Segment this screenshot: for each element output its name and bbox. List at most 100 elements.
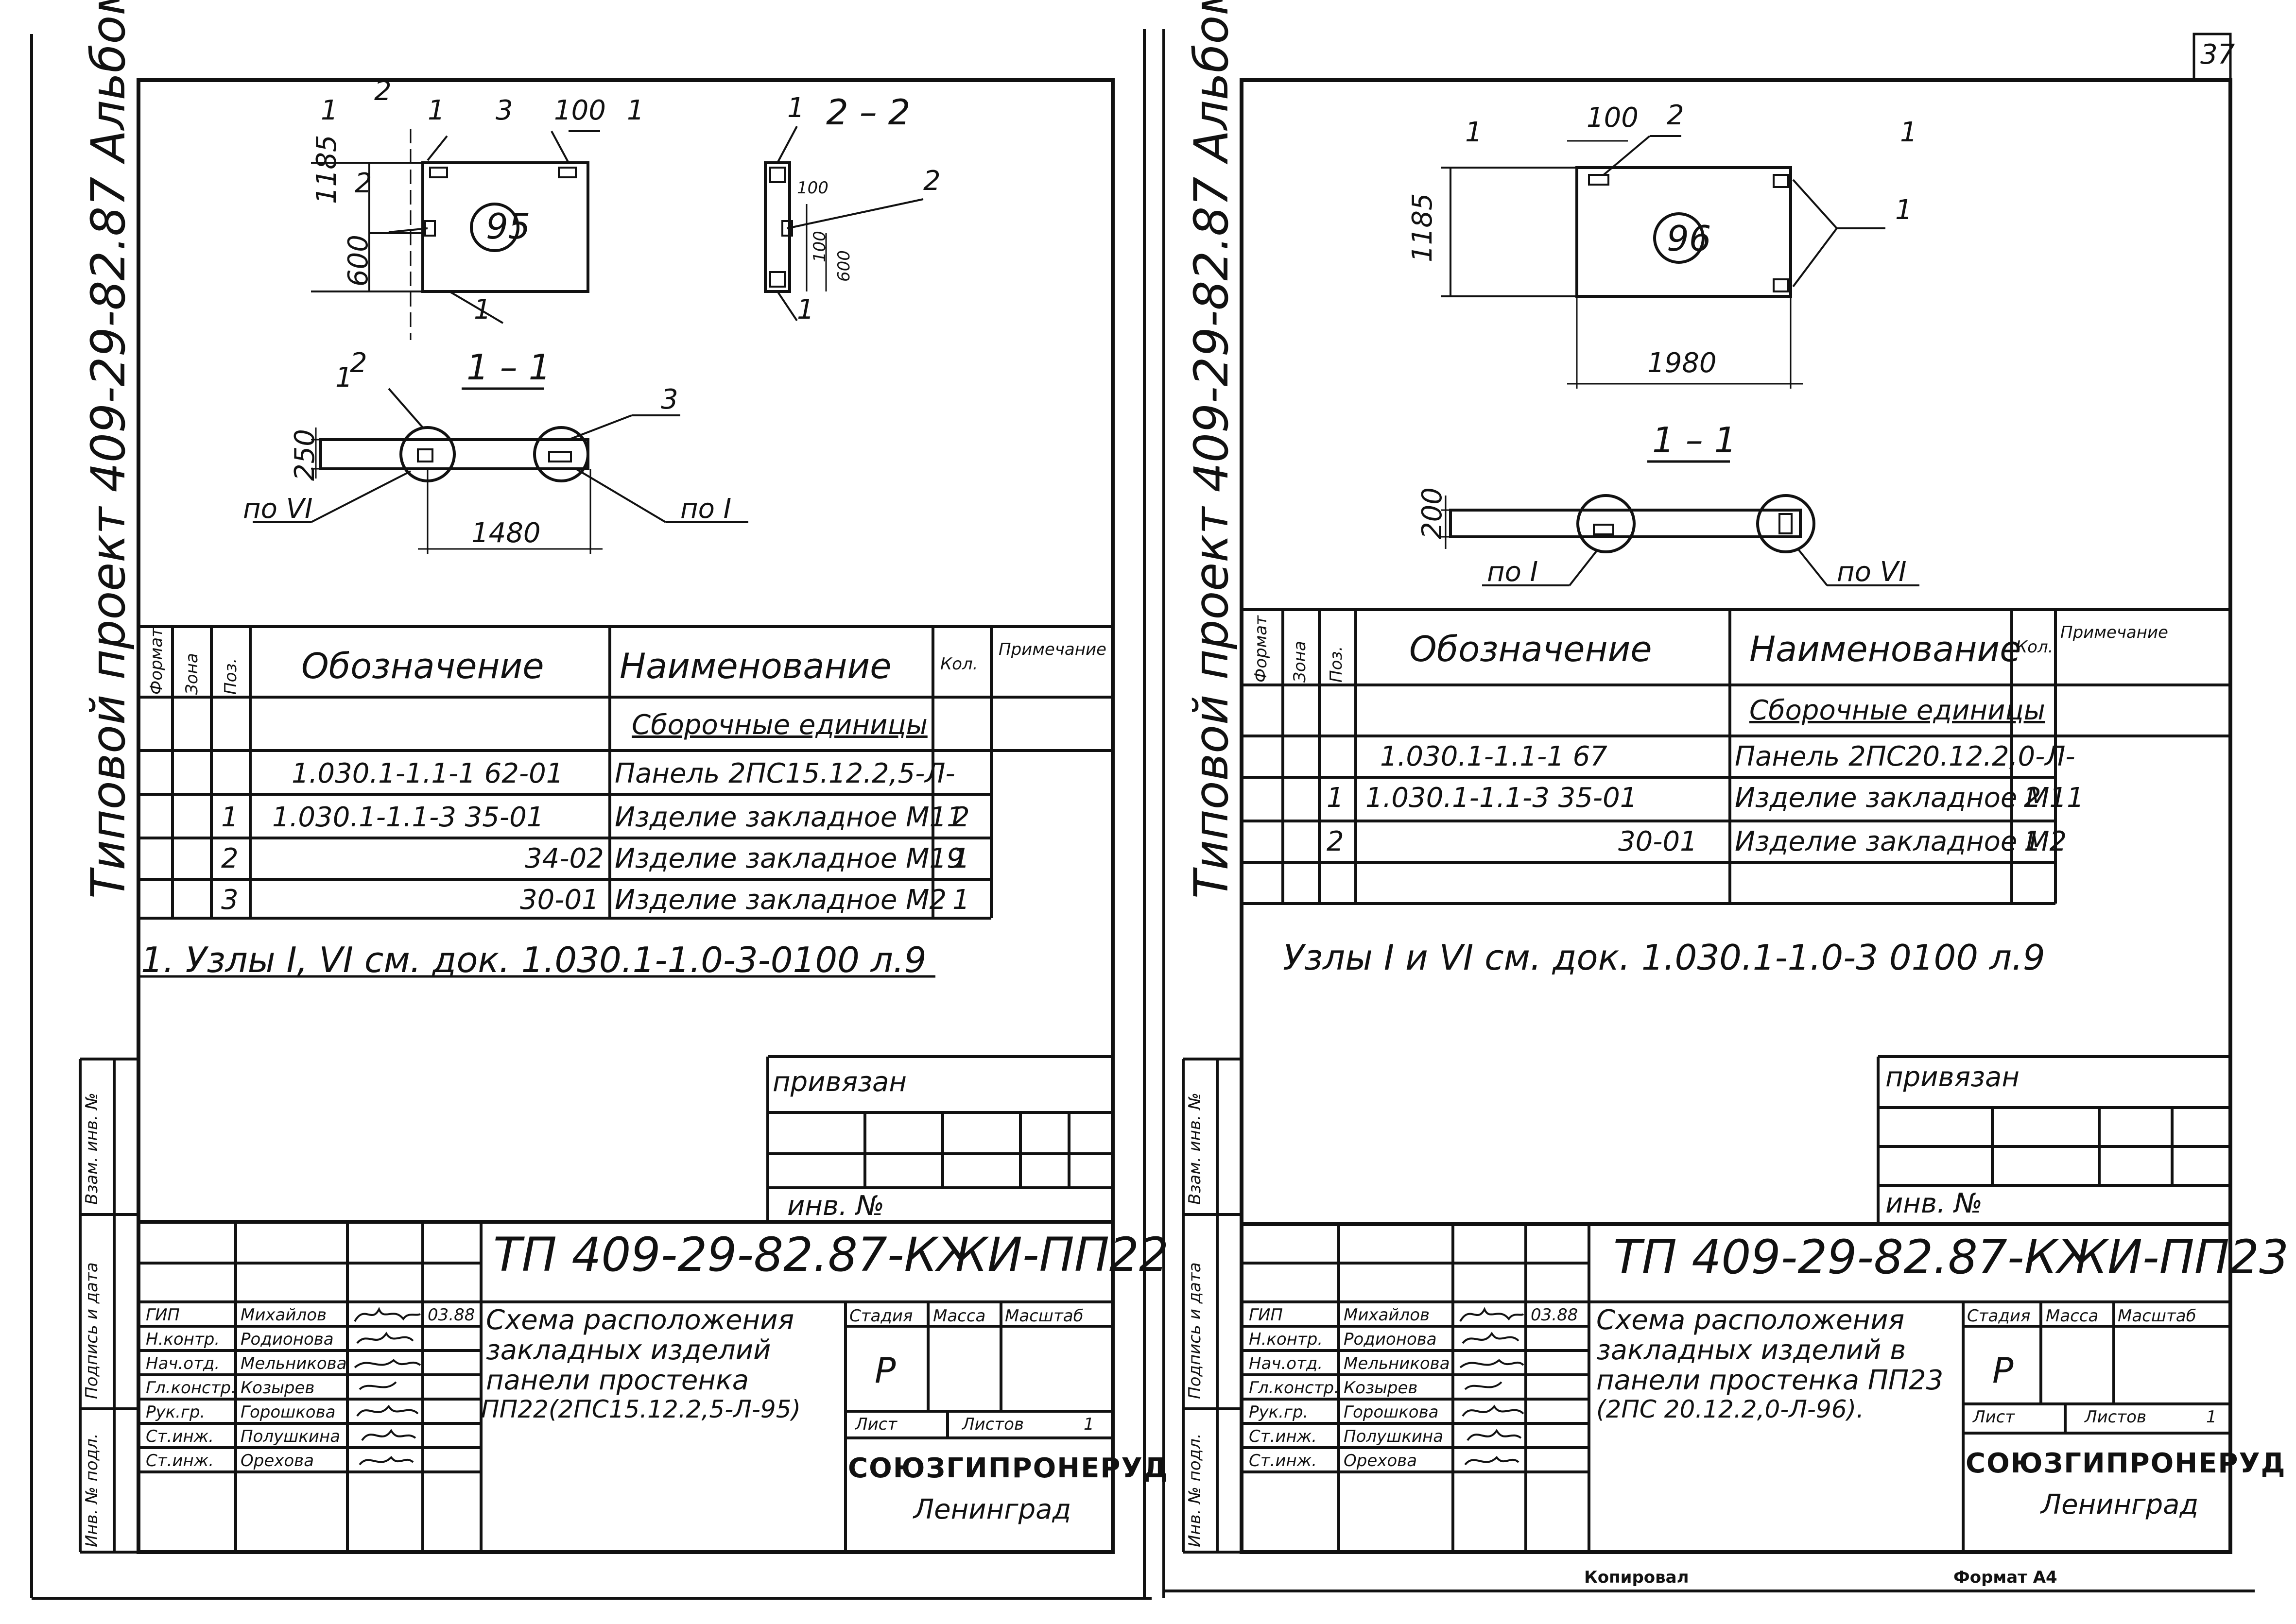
staff-name: Михайлов xyxy=(1344,1305,1430,1325)
left-title-line-1: Схема расположения xyxy=(486,1304,794,1336)
footer-copied: Копировал xyxy=(1584,1568,1689,1587)
right-stamp-replace: Взам. инв. № xyxy=(1185,1093,1205,1205)
staff-name: Мельникова xyxy=(1344,1354,1450,1373)
left-title-line-4: ПП22(2ПС15.12.2,5-Л-95) xyxy=(481,1395,801,1423)
right-org-name: СОЮЗГИПРОНЕРУД xyxy=(1966,1448,2286,1479)
left-sheets-count: 1 xyxy=(1084,1415,1094,1434)
spec-designation: 34-02 xyxy=(525,843,604,874)
spec-qty: 1 xyxy=(2024,826,2041,857)
right-note: Узлы I и VI см. док. 1.030.1-1.0-3 0100 … xyxy=(1283,937,2045,978)
left-s22-leader-2: 2 xyxy=(923,165,941,197)
right-cut-1b: 1 xyxy=(1900,117,1917,148)
left-leader-1: 1 xyxy=(428,95,445,126)
right-sheets-count: 1 xyxy=(2206,1407,2217,1427)
spec-qty: 2 xyxy=(952,802,970,833)
left-scale-label: Масштаб xyxy=(1005,1306,1084,1326)
spec-name: Изделие закладное М2 xyxy=(615,884,947,916)
spec-qty: 1 xyxy=(952,843,970,874)
spec-designation: 1.030.1-1.1-3 35-01 xyxy=(1365,782,1638,814)
spec-qty: 1 xyxy=(952,884,970,916)
right-title-line-3: панели простенка ПП23 xyxy=(1596,1365,1944,1396)
right-section-11: 1 – 1 xyxy=(1652,420,1737,461)
staff-name: Родионова xyxy=(1344,1330,1437,1349)
right-mark-96: 96 xyxy=(1667,218,1711,259)
right-spec-group: Сборочные единицы xyxy=(1749,695,2045,726)
right-sheet-label: Лист xyxy=(1973,1407,2015,1427)
left-inv-label: инв. № xyxy=(787,1190,884,1222)
right-title-line-4: (2ПС 20.12.2,0-Л-96). xyxy=(1596,1395,1864,1423)
right-date: 03.88 xyxy=(1531,1305,1578,1325)
left-spec-h-name: Наименование xyxy=(620,646,892,686)
left-spec-h-designation: Обозначение xyxy=(301,646,544,686)
staff-role: Ст.инж. xyxy=(146,1451,214,1470)
right-stage-value: Р xyxy=(1992,1350,2014,1391)
right-spec-h-pos: Поз. xyxy=(1327,646,1346,683)
staff-name: Мельникова xyxy=(241,1354,347,1373)
left-sheet-label: Лист xyxy=(855,1415,898,1434)
spec-pos: 2 xyxy=(221,843,239,874)
left-section-11: 1 – 1 xyxy=(466,347,551,388)
spec-name: Панель 2ПС15.12.2,5-Л- xyxy=(615,758,955,789)
left-cut-1b: 1 xyxy=(627,95,644,126)
staff-role: Ст.инж. xyxy=(1249,1451,1317,1470)
right-spec-h-name: Наименование xyxy=(1749,629,2021,669)
staff-role: Рук.гр. xyxy=(146,1402,206,1422)
left-note: 1. Узлы I, VI см. док. 1.030.1-1.0-3-010… xyxy=(141,940,927,980)
right-side-title: Типовой проект 409-29-82.87 Альбом 3 xyxy=(1184,0,1239,899)
spec-pos: 1 xyxy=(221,802,239,833)
right-spec-h-zone: Зона xyxy=(1290,641,1310,683)
left-section-22: 2 – 2 xyxy=(826,92,911,133)
left-spec-h-pos: Поз. xyxy=(221,658,241,695)
left-leader-2: 2 xyxy=(355,168,372,199)
staff-role: Гл.констр. xyxy=(1249,1378,1339,1398)
left-stamp-inv: Инв. № подл. xyxy=(82,1433,102,1547)
right-mass-label: Масса xyxy=(2046,1306,2099,1326)
left-leader-3: 3 xyxy=(496,95,513,126)
staff-name: Козырев xyxy=(1344,1378,1418,1398)
page-number: 37 xyxy=(2200,39,2235,70)
left-org-name: СОЮЗГИПРОНЕРУД xyxy=(848,1453,1169,1484)
right-sheets-label: Листов xyxy=(2085,1407,2147,1427)
right-title-line-1: Схема расположения xyxy=(1596,1304,1905,1336)
spec-pos: 1 xyxy=(1327,782,1344,814)
left-doc-code: ТП 409-29-82.87-КЖИ-ПП22 xyxy=(493,1228,1169,1282)
left-sheets-label: Листов xyxy=(962,1415,1024,1434)
spec-pos: 3 xyxy=(221,884,239,916)
left-ref-vi: по VI xyxy=(243,493,313,525)
staff-name: Полушкина xyxy=(241,1427,341,1446)
left-title-line-3: панели простенка xyxy=(486,1365,749,1396)
staff-role: Н.контр. xyxy=(146,1330,220,1349)
spec-name: Панель 2ПС20.12.2,0-Л- xyxy=(1735,741,2075,772)
spec-name: Изделие закладное М19 xyxy=(615,843,964,874)
staff-role: ГИП xyxy=(1249,1305,1283,1325)
left-linked-label: привязан xyxy=(773,1066,907,1098)
right-spec-h-format: Формат xyxy=(1251,615,1271,683)
staff-role: Н.контр. xyxy=(1249,1330,1323,1349)
staff-role: Нач.отд. xyxy=(146,1354,220,1373)
footer-format: Формат А4 xyxy=(1953,1568,2057,1587)
right-spec-h-qty: Кол. xyxy=(2016,637,2054,657)
spec-qty: 2 xyxy=(2024,782,2041,814)
left-spec-group: Сборочные единицы xyxy=(632,709,928,741)
right-stamp-inv: Инв. № подл. xyxy=(1185,1433,1205,1547)
left-dim-600: 600 xyxy=(343,235,374,287)
left-spec-h-note: Примечание xyxy=(999,640,1106,659)
left-spec-h-qty: Кол. xyxy=(940,654,978,674)
left-signatures xyxy=(354,1307,421,1466)
left-date: 03.88 xyxy=(428,1305,475,1325)
left-s22-leader-1: 1 xyxy=(787,92,805,124)
staff-role: Ст.инж. xyxy=(1249,1427,1317,1446)
left-dim-1185: 1185 xyxy=(311,135,343,204)
left-mark-95: 95 xyxy=(486,206,531,247)
right-dim-1980: 1980 xyxy=(1647,347,1717,379)
left-s22-leader-1d: 1 xyxy=(797,294,814,325)
spec-designation: 30-01 xyxy=(520,884,599,916)
left-side-title: Типовой проект 409-29-82.87 Альбом 3 xyxy=(81,0,136,899)
left-leader-1b: 1 xyxy=(474,294,491,325)
staff-name: Полушкина xyxy=(1344,1427,1444,1446)
right-spec-h-note: Примечание xyxy=(2060,623,2168,642)
right-cut-1a: 1 xyxy=(1465,117,1483,148)
right-org-city: Ленинград xyxy=(2041,1489,2199,1521)
left-stamp-replace: Взам. инв. № xyxy=(82,1093,102,1205)
right-inv-label: инв. № xyxy=(1885,1188,1983,1219)
